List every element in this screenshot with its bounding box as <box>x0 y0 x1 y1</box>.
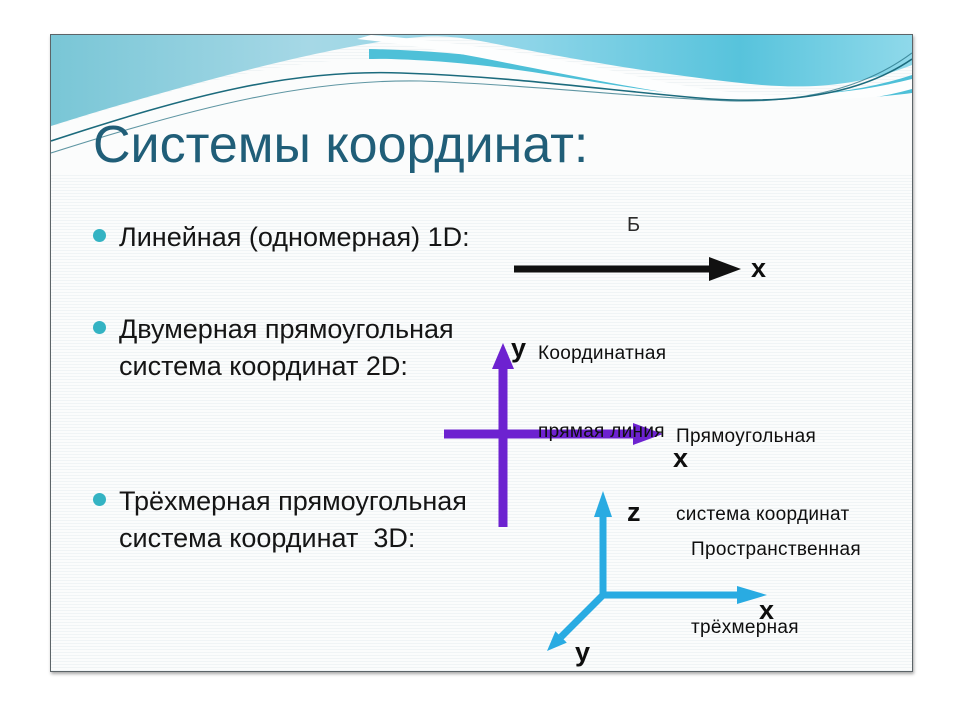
spatial-z-axis-label: z <box>627 497 641 527</box>
header-wave-decoration <box>51 35 912 175</box>
linear-caption: Координатная прямая линия <box>538 289 666 497</box>
bullet-dot-icon <box>93 229 106 242</box>
caption-line: Координатная <box>538 343 667 364</box>
bullet-dot-icon <box>93 321 106 334</box>
caption-line: прямая линия <box>538 421 665 442</box>
spatial-y-axis-arrowhead <box>547 631 567 651</box>
linear-point-label: Б <box>627 214 641 236</box>
bullet-item-2d: Двумерная прямоугольная система координа… <box>93 311 454 385</box>
planar-x-axis-label: x <box>673 443 689 473</box>
slide-title: Системы координат: <box>93 116 589 174</box>
caption-line: трёхмерная <box>691 617 799 638</box>
caption-line: система координат <box>676 504 850 525</box>
bullet-line: Линейная (одномерная) 1D: <box>119 222 470 252</box>
wave-white-streak <box>357 35 912 105</box>
bullet-item-1d: Линейная (одномерная) 1D: <box>93 219 470 256</box>
planar-caption: Прямоугольная система координат <box>676 372 850 580</box>
caption-line: Прямоугольная <box>676 426 817 447</box>
spatial-x-axis-label: x <box>759 595 775 625</box>
bullet-line: система координат 2D: <box>119 351 408 381</box>
bullet-item-3d: Трёхмерная прямоугольная система координ… <box>93 483 467 557</box>
bullet-line: Трёхмерная прямоугольная <box>119 486 467 516</box>
caption-line: Пространственная <box>691 539 861 560</box>
linear-x-axis-label: x <box>751 253 767 283</box>
bullet-text-2d: Двумерная прямоугольная система координа… <box>119 311 454 385</box>
wave-white-foreground <box>51 58 912 175</box>
slide: Системы координат: Линейная (одномерная)… <box>50 34 913 672</box>
wave-thin-line-2 <box>51 52 912 154</box>
spatial-y-axis-label: y <box>575 637 591 667</box>
wave-thin-line-1 <box>51 58 912 142</box>
linear-axis-arrowhead <box>709 257 741 281</box>
bullet-text-1d: Линейная (одномерная) 1D: <box>119 219 470 256</box>
wave-band-saturated <box>369 49 912 105</box>
bullet-dot-icon <box>93 493 106 506</box>
bullet-text-3d: Трёхмерная прямоугольная система координ… <box>119 483 467 557</box>
planar-y-axis-label: y <box>511 333 527 363</box>
bullet-line: система координат 3D: <box>119 523 416 553</box>
spatial-y-axis-shaft <box>558 592 606 640</box>
bullet-line: Двумерная прямоугольная <box>119 314 454 344</box>
wave-band-light <box>51 35 912 126</box>
spatial-caption: Пространственная трёхмерная система коор… <box>691 485 865 671</box>
